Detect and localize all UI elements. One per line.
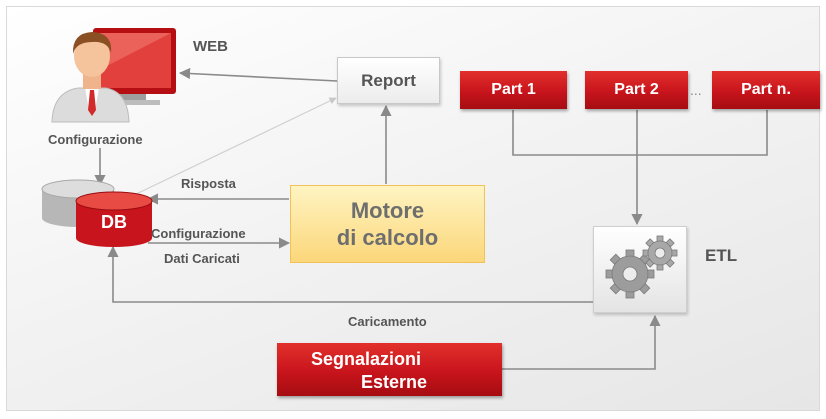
- segnalazioni-line-1: Segnalazioni: [311, 349, 422, 369]
- report-box: Report: [337, 57, 440, 104]
- caricamento-label: Caricamento: [348, 314, 427, 329]
- database-cylinders-icon: [41, 179, 153, 247]
- etl-label: ETL: [705, 246, 738, 265]
- engine-line-1: Motore: [350, 198, 425, 223]
- web-label: WEB: [193, 38, 228, 55]
- configurazione-db-label: Configurazione: [151, 226, 246, 241]
- user-configurazione-label: Configurazione: [48, 132, 143, 147]
- arrow-report-to-web: [178, 67, 338, 82]
- engine-line-2: di calcolo: [336, 225, 439, 250]
- segnalazioni-line-2: Esterne: [361, 372, 428, 392]
- report-label: Report: [361, 70, 416, 90]
- etl-box: [593, 226, 687, 313]
- risposta-label: Risposta: [181, 176, 236, 191]
- db-label: DB: [101, 212, 127, 232]
- dati-caricati-label: Dati Caricati: [164, 251, 240, 266]
- part-1-box: Part 1: [460, 71, 567, 109]
- arrow-segnalazioni-to-etl: [502, 314, 661, 370]
- parts-ellipsis: ...: [690, 82, 702, 98]
- motore-di-calcolo-box: Motore di calcolo: [290, 185, 485, 263]
- segnalazioni-esterne-box: Segnalazioni Esterne: [277, 343, 502, 396]
- gears-icon: [605, 235, 678, 299]
- part-n-box: Part n.: [712, 71, 820, 109]
- part-2-box: Part 2: [585, 71, 688, 109]
- arrow-db-to-report: [129, 97, 337, 198]
- user-at-monitor-icon: [51, 28, 176, 123]
- arrow-caricamento: [107, 245, 593, 303]
- parts-bracket: [512, 110, 768, 156]
